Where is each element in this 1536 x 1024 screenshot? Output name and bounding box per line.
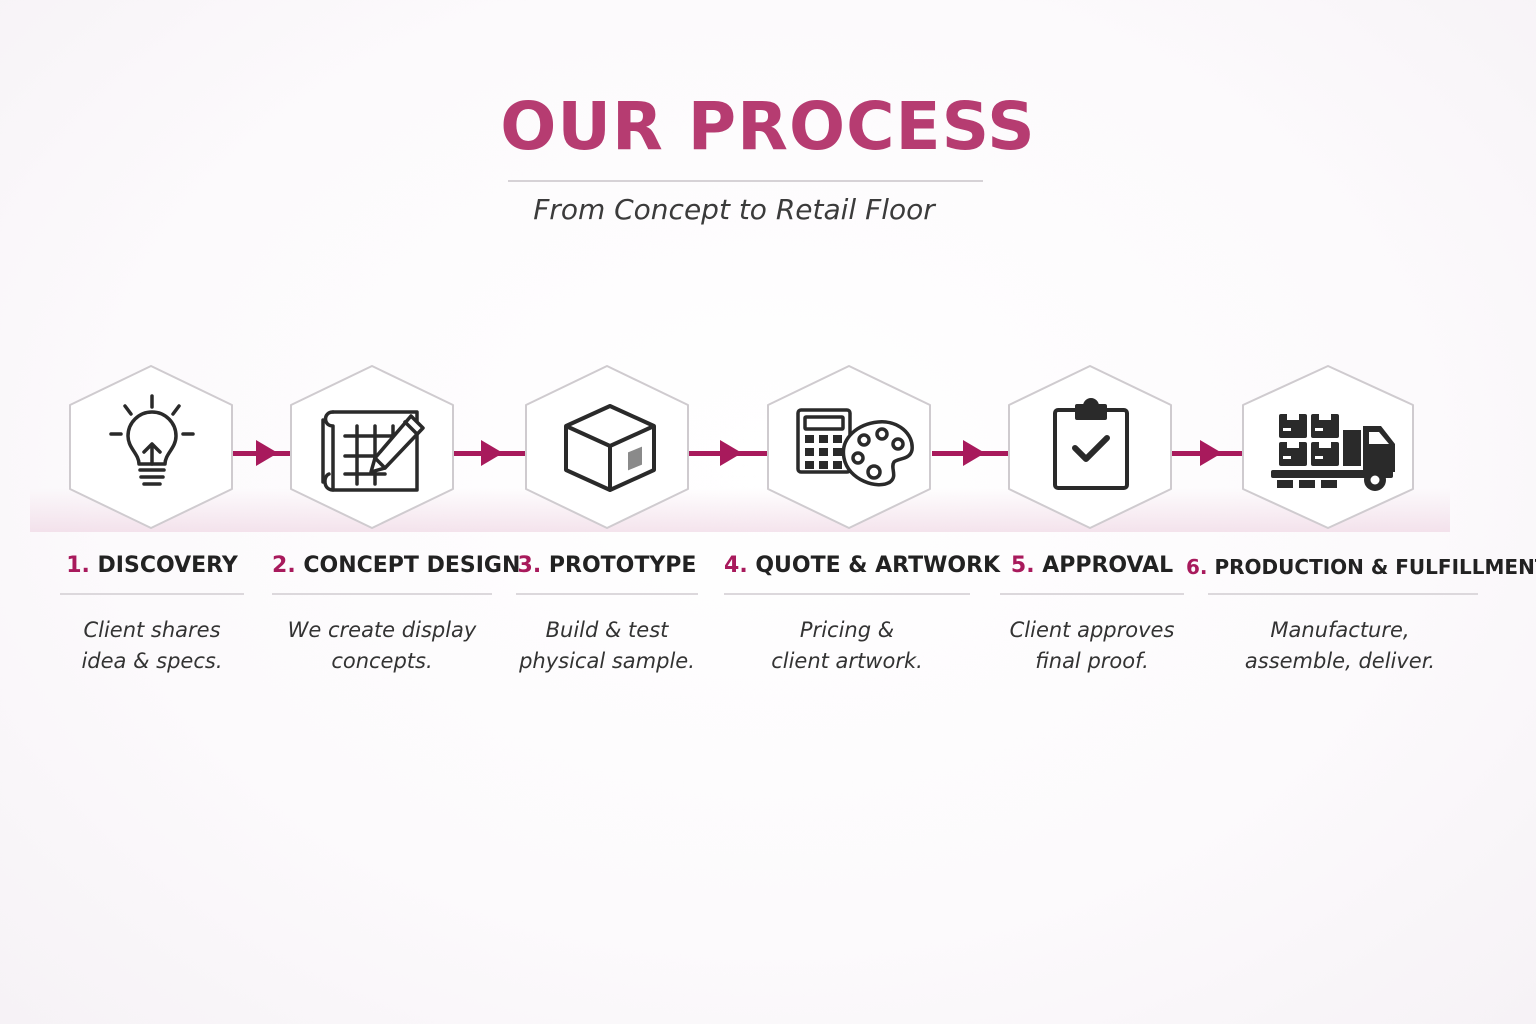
- step-1-node: [68, 364, 234, 530]
- step-3-title: 3. PROTOTYPE: [517, 553, 697, 578]
- step-6-title: 6. PRODUCTION & FULFILLMENT: [1186, 555, 1536, 579]
- step-6-node: [1241, 364, 1415, 530]
- arrow-icon: [481, 440, 503, 466]
- arrow-icon: [720, 440, 742, 466]
- title-divider: [508, 180, 983, 182]
- step-3-divider: [516, 593, 698, 595]
- box-icon: [564, 404, 656, 492]
- step-4-title: 4. QUOTE & ARTWORK: [724, 553, 1001, 578]
- arrow-icon: [1200, 440, 1222, 466]
- blueprint-pencil-icon: [321, 410, 425, 492]
- hexagon-shape: [1008, 365, 1172, 529]
- step-2-divider: [272, 593, 492, 595]
- step-5-divider: [1000, 593, 1184, 595]
- hexagon-shape: [525, 365, 689, 529]
- step-4-description: Pricing &client artwork.: [771, 618, 923, 673]
- step-4-divider: [724, 593, 970, 595]
- arrow-icon: [963, 440, 985, 466]
- step-2-node: [289, 364, 455, 530]
- delivery-truck-icon: [1271, 414, 1395, 491]
- page-title: OUR PROCESS: [500, 88, 1036, 165]
- step-5-title: 5. APPROVAL: [1010, 553, 1174, 578]
- step-6-description: Manufacture,assemble, deliver.: [1244, 618, 1436, 673]
- step-1-divider: [60, 593, 244, 595]
- step-2-title: 2. CONCEPT DESIGN: [272, 553, 521, 578]
- lightbulb-icon: [109, 394, 195, 486]
- step-6-divider: [1208, 593, 1478, 595]
- step-1-title: 1. DISCOVERY: [66, 553, 238, 578]
- page-subtitle: From Concept to Retail Floor: [533, 193, 935, 226]
- step-3-node: [524, 364, 690, 530]
- step-5-node: [1007, 364, 1173, 530]
- step-4-node: [766, 364, 932, 530]
- calculator-palette-icon: [796, 408, 914, 487]
- clipboard-check-icon: [1053, 398, 1129, 490]
- arrow-icon: [256, 440, 278, 466]
- flow-glow: [30, 488, 1450, 532]
